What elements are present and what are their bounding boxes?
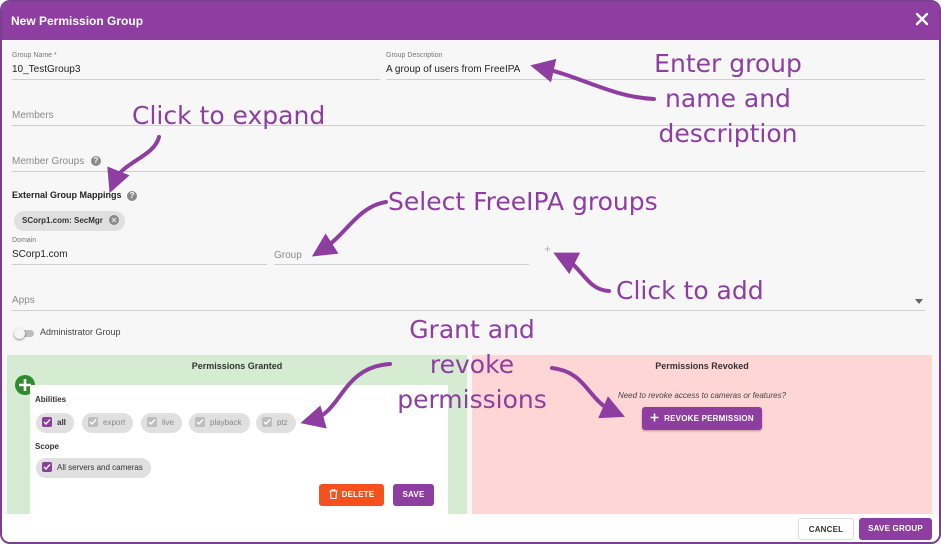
domain-input[interactable]: SCorp1.com [12, 248, 267, 265]
members-input[interactable]: Members [12, 110, 925, 126]
apps-placeholder: Apps [12, 295, 35, 306]
external-mappings-header[interactable]: External Group Mappings ? [12, 190, 138, 201]
annotation-line: permissions [397, 385, 547, 414]
ability-chip-all[interactable]: all [36, 413, 74, 433]
close-icon[interactable] [913, 10, 931, 28]
annotation-grant-revoke: Grant and revoke permissions [372, 312, 572, 417]
delete-button[interactable]: DELETE [319, 484, 384, 506]
add-mapping-button[interactable]: + [544, 242, 552, 256]
toggle-track [16, 330, 34, 337]
group-description-label: Group Description [386, 52, 443, 59]
revoke-permission-button[interactable]: REVOKE PERMISSION [642, 407, 762, 430]
checkbox-disabled[interactable] [88, 416, 98, 427]
ability-label: playback [210, 418, 242, 427]
save-group-button[interactable]: SAVE GROUP [859, 518, 932, 540]
annotation-click-add: Click to add [616, 276, 764, 305]
annotation-line: revoke [429, 350, 515, 379]
arrow-to-member-groups [107, 135, 161, 194]
mapping-chip[interactable]: SCorp1.com: SecMgr [14, 211, 126, 231]
checkbox-checked[interactable] [42, 416, 52, 427]
checkbox-disabled[interactable] [147, 416, 157, 427]
permissions-revoked-panel: Permissions Revoked Need to revoke acces… [472, 355, 932, 515]
arrow-to-abilities [300, 362, 392, 429]
arrow-to-add-button [553, 252, 611, 293]
dialog-footer: CANCEL SAVE GROUP [2, 514, 939, 542]
ability-label: all [57, 418, 66, 427]
member-groups-input[interactable]: Member Groups ? [12, 155, 925, 172]
external-mappings-title: External Group Mappings [12, 190, 122, 200]
ability-label: live [162, 418, 175, 427]
dialog-titlebar: New Permission Group [2, 2, 939, 40]
help-icon[interactable]: ? [127, 190, 138, 201]
domain-value: SCorp1.com [12, 249, 68, 260]
domain-label: Domain [12, 237, 37, 244]
ability-chip-playback[interactable]: playback [189, 413, 250, 433]
group-name-value: 10_TestGroup3 [12, 64, 81, 75]
annotation-line: description [658, 119, 798, 148]
group-name-label: Group Name * [12, 52, 57, 59]
arrow-to-description [530, 58, 656, 101]
dialog-title: New Permission Group [11, 14, 144, 28]
checkbox-checked[interactable] [42, 461, 52, 472]
revoke-hint: Need to revoke access to cameras or feat… [617, 391, 787, 400]
annotation-enter-group: Enter group name and description [628, 46, 828, 151]
permission-card: Abilities all export live playback ptz S… [30, 385, 448, 517]
annotation-click-expand: Click to expand [132, 101, 326, 130]
delete-label: DELETE [341, 490, 375, 499]
group-description-value: A group of users from FreeIPA [386, 64, 521, 75]
annotation-line: Enter group [654, 49, 802, 78]
scope-value: All servers and cameras [57, 463, 143, 472]
checkbox-disabled[interactable] [262, 416, 272, 427]
member-groups-placeholder: Member Groups [12, 156, 85, 167]
group-description-input[interactable]: A group of users from FreeIPA [386, 64, 925, 80]
save-group-label: SAVE GROUP [868, 524, 923, 533]
chip-remove-icon[interactable] [109, 214, 120, 225]
help-icon[interactable]: ? [91, 156, 101, 166]
permissions-granted-title: Permissions Granted [191, 361, 283, 371]
group-placeholder: Group [274, 250, 302, 261]
dropdown-arrow-icon[interactable] [915, 299, 923, 305]
scope-label: Scope [35, 442, 60, 451]
permissions-revoked-title: Permissions Revoked [655, 361, 749, 371]
apps-select[interactable]: Apps [12, 294, 925, 311]
members-placeholder: Members [12, 110, 54, 121]
arrow-to-group-field [311, 200, 388, 257]
ability-chip-live[interactable]: live [141, 413, 183, 433]
arrow-to-revoke-button [550, 366, 625, 419]
group-name-input[interactable]: 10_TestGroup3 [12, 64, 380, 80]
trash-icon [329, 489, 338, 499]
save-permission-button[interactable]: SAVE [393, 484, 434, 506]
ability-chip-ptz[interactable]: ptz [256, 413, 296, 433]
annotation-line: Grant and [409, 315, 535, 344]
mapping-chip-label: SCorp1.com: SecMgr [22, 216, 103, 225]
ability-chip-export[interactable]: export [82, 413, 134, 433]
save-label: SAVE [402, 490, 425, 499]
annotation-select-groups: Select FreeIPA groups [388, 187, 658, 216]
ability-label: ptz [277, 418, 288, 427]
admin-toggle[interactable] [14, 328, 34, 339]
toggle-thumb [14, 328, 25, 339]
ability-label: export [103, 418, 126, 427]
annotation-line: name and [665, 84, 791, 113]
abilities-label: Abilities [35, 395, 67, 404]
cancel-label: CANCEL [808, 525, 844, 534]
checkbox-disabled[interactable] [195, 416, 205, 427]
plus-icon [650, 413, 659, 422]
admin-group-label: Administrator Group [40, 327, 121, 337]
group-input[interactable]: Group [274, 248, 529, 265]
cancel-button[interactable]: CANCEL [798, 518, 854, 540]
scope-chip[interactable]: All servers and cameras [36, 458, 151, 478]
revoke-button-label: REVOKE PERMISSION [664, 414, 754, 423]
